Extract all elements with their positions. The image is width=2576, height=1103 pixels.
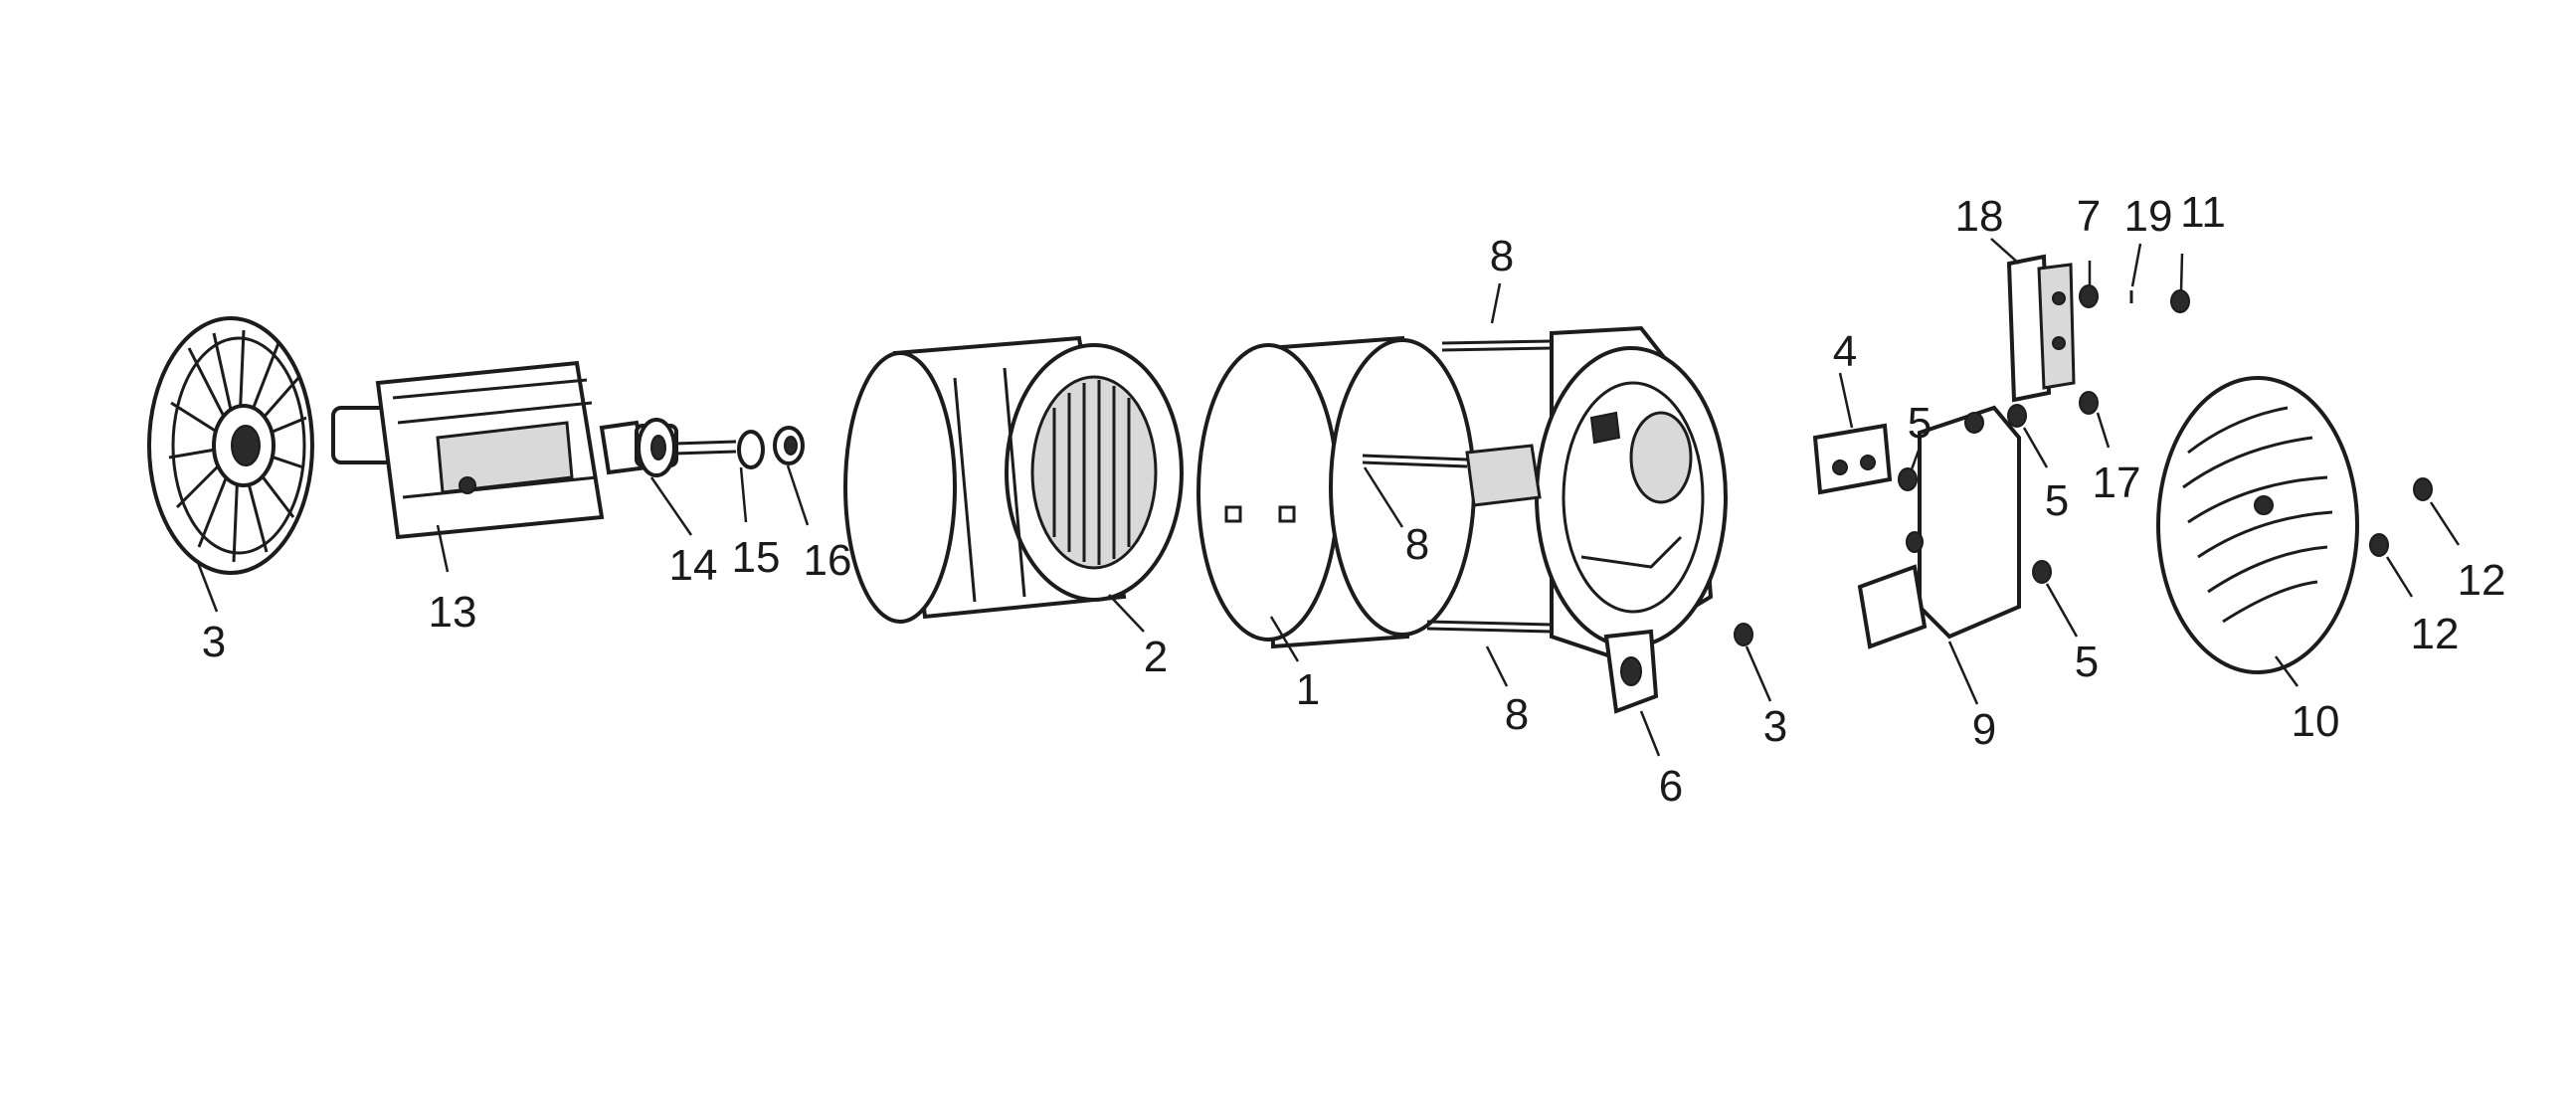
label-screw-b: 5 [2045, 476, 2069, 525]
end-bell-screw [1734, 623, 1753, 646]
cooling-fan [147, 316, 314, 575]
label-stator: 2 [1144, 633, 1168, 681]
label-screw-17: 17 [2093, 459, 2141, 507]
label-fan: 3 [202, 618, 226, 666]
label-cover-bracket: 9 [1972, 705, 1996, 754]
callout-labels: 3 13 14 15 16 2 1 8 8 8 6 3 4 5 5 5 18 7… [202, 188, 2506, 811]
label-end-cover: 10 [2292, 697, 2340, 746]
label-bolt-center: 8 [1405, 520, 1429, 569]
label-bolt-top: 8 [1490, 232, 1514, 280]
end-bell [1465, 325, 1728, 714]
nut-11 [2170, 289, 2190, 313]
nut-7 [2079, 284, 2099, 308]
label-housing: 1 [1296, 665, 1320, 714]
label-cover-screw-a: 12 [2458, 556, 2506, 605]
bearing [637, 418, 676, 477]
rotor [331, 360, 678, 540]
screw-5-a [1898, 467, 1918, 491]
label-rectifier-bracket: 18 [1955, 192, 2004, 241]
label-bolt-bottom: 8 [1505, 690, 1529, 739]
end-cover [2156, 376, 2359, 674]
screw-5-b [2007, 404, 2027, 428]
screw-5-c [2032, 560, 2052, 584]
label-end-bell-screw: 3 [1763, 702, 1787, 751]
label-bearing: 14 [669, 541, 718, 590]
cover-bracket [1857, 405, 2021, 649]
housing [1196, 335, 1476, 649]
label-screw-c: 5 [2075, 638, 2099, 686]
through-bolt-center [1362, 454, 1468, 468]
washer [737, 430, 765, 469]
label-cover-screw-b: 12 [2411, 610, 2460, 658]
label-pin-19: 19 [2124, 192, 2173, 241]
rotor-shaft [673, 440, 737, 456]
through-bolt-top [1441, 339, 1553, 352]
cover-screw-12-a [2413, 477, 2433, 501]
cover-screw-12-b [2369, 533, 2389, 557]
rectifier-bracket [2006, 254, 2076, 403]
stator [843, 335, 1184, 624]
label-nut: 16 [804, 536, 852, 585]
label-nut-11: 11 [2180, 188, 2226, 237]
label-screw-a: 5 [1908, 399, 1932, 448]
label-end-bell: 6 [1659, 762, 1683, 811]
nut [773, 426, 805, 465]
brush-holder [1812, 423, 1893, 495]
label-brush-holder: 4 [1833, 327, 1857, 376]
through-bolt-bottom [1426, 620, 1553, 634]
label-rotor: 13 [429, 588, 477, 637]
leader-lines [195, 238, 2461, 757]
screw-17 [2079, 391, 2099, 415]
label-nut-7: 7 [2077, 192, 2101, 241]
label-washer: 15 [732, 533, 781, 582]
